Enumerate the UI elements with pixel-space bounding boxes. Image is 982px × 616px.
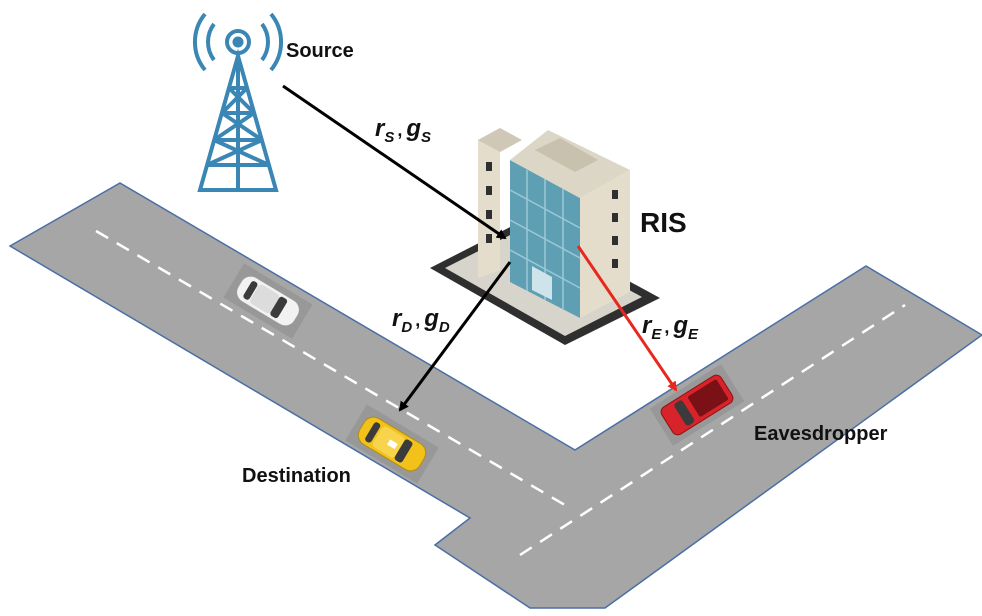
antenna-tower-icon <box>193 12 283 192</box>
link-ris-destination <box>398 261 512 412</box>
lane-marking-branch <box>519 303 906 557</box>
link-label-eavesdropper: rE,gE <box>642 312 699 343</box>
label-destination: Destination <box>242 465 351 487</box>
label-source: Source <box>286 40 354 62</box>
lane-marking-main <box>95 229 571 510</box>
links <box>282 84 678 412</box>
link-label-destination: rD,gD <box>392 305 450 336</box>
link-ris-eavesdropper <box>576 245 678 392</box>
white-car-icon <box>223 263 313 339</box>
link-label-source: rS,gS <box>375 115 431 146</box>
taxi-car-icon <box>345 404 439 484</box>
link-source-ris <box>282 84 507 240</box>
label-eavesdropper: Eavesdropper <box>754 423 888 445</box>
building-icon <box>430 128 660 345</box>
red-pickup-icon <box>649 364 745 446</box>
label-ris: RIS <box>640 207 687 238</box>
